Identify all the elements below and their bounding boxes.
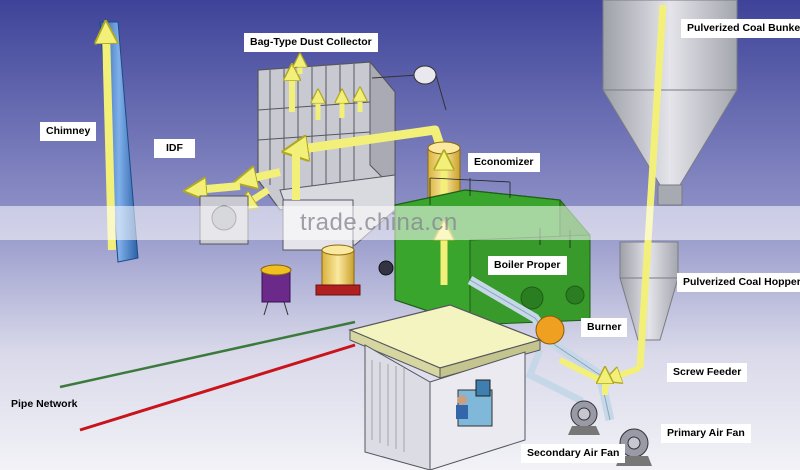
label-boiler-proper: Boiler Proper <box>488 256 567 275</box>
label-idf: IDF <box>154 139 195 158</box>
watermark-text: trade.china.cn <box>300 209 458 237</box>
label-pipe-network: Pipe Network <box>5 395 84 414</box>
label-economizer: Economizer <box>468 153 540 172</box>
label-pulverized-coal-hopper: Pulverized Coal Hopper <box>677 273 800 292</box>
label-pulverized-coal-bunker: Pulverized Coal Bunker <box>681 19 800 38</box>
label-primary-air-fan: Primary Air Fan <box>661 424 751 443</box>
label-burner: Burner <box>581 318 627 337</box>
label-secondary-air-fan: Secondary Air Fan <box>521 444 625 463</box>
label-chimney: Chimney <box>40 122 96 141</box>
label-screw-feeder: Screw Feeder <box>667 363 747 382</box>
label-bag-type-dust-collector: Bag-Type Dust Collector <box>244 33 378 52</box>
